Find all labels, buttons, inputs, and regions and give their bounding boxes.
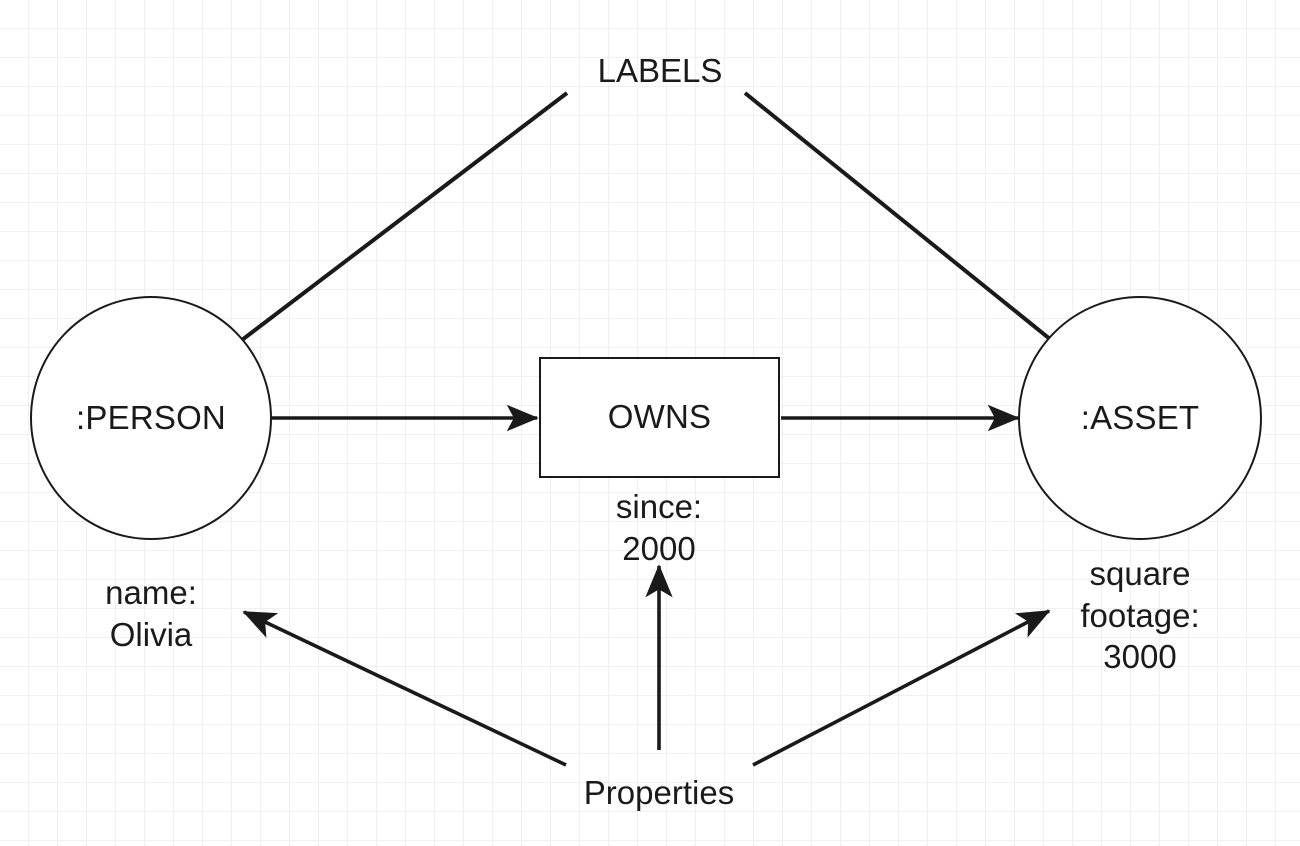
property-asset: square footage: 3000 bbox=[1058, 553, 1222, 678]
property-owns: since: 2000 bbox=[578, 486, 740, 569]
node-asset[interactable]: :ASSET bbox=[1018, 296, 1262, 540]
node-person-label: :PERSON bbox=[76, 398, 226, 436]
property-asset-key-line1: square bbox=[1089, 555, 1191, 592]
annotation-properties-text: Properties bbox=[583, 774, 735, 811]
relationship-owns[interactable]: OWNS bbox=[539, 357, 780, 478]
relationship-owns-label: OWNS bbox=[607, 398, 712, 436]
property-asset-key-line2: footage: bbox=[1080, 596, 1200, 634]
property-person: name: Olivia bbox=[70, 572, 232, 655]
property-asset-value: 3000 bbox=[1103, 638, 1177, 676]
property-person-key: name: bbox=[105, 574, 197, 611]
property-owns-value: 2000 bbox=[622, 529, 696, 567]
node-person[interactable]: :PERSON bbox=[30, 296, 272, 540]
property-person-value: Olivia bbox=[109, 615, 193, 653]
connector-properties-to-person-props bbox=[242, 610, 567, 767]
connector-labels-to-asset bbox=[743, 91, 1104, 383]
annotation-properties: Properties bbox=[559, 772, 759, 814]
connector-properties-to-asset-props bbox=[752, 609, 1051, 767]
property-owns-key: since: bbox=[615, 488, 703, 525]
node-asset-label: :ASSET bbox=[1080, 398, 1200, 436]
connector-labels-to-person bbox=[182, 91, 569, 386]
annotation-labels-text: LABELS bbox=[597, 52, 723, 89]
annotation-labels: LABELS bbox=[585, 50, 735, 92]
